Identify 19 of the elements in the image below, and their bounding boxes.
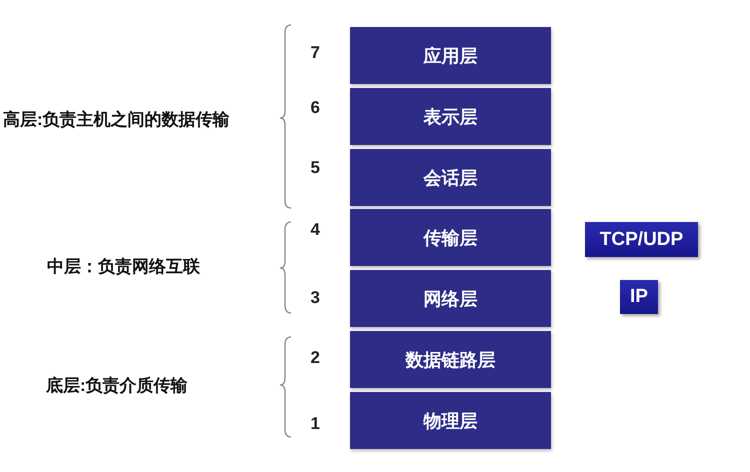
layer-group-label: 中层：负责网络互联 [47, 256, 200, 278]
layer-number: 3 [310, 288, 320, 308]
layer-group-label: 高层:负责主机之间的数据传输 [3, 109, 230, 131]
layer-box: 表示层 [350, 88, 551, 145]
protocol-box: IP [620, 280, 658, 314]
layer-box: 物理层 [350, 392, 551, 449]
layer-number: 2 [310, 348, 320, 368]
layer-number: 6 [310, 98, 320, 118]
layer-box: 网络层 [350, 270, 551, 327]
layer-box: 会话层 [350, 149, 551, 206]
layer-box: 数据链路层 [350, 331, 551, 388]
layer-box: 传输层 [350, 209, 551, 266]
layer-number: 5 [310, 158, 320, 178]
layer-number: 4 [310, 220, 320, 240]
layer-box: 应用层 [350, 27, 551, 84]
protocol-box: TCP/UDP [585, 222, 698, 257]
layer-number: 7 [310, 43, 320, 63]
layer-group-label: 底层:负责介质传输 [46, 375, 188, 397]
layer-number: 1 [310, 414, 320, 434]
